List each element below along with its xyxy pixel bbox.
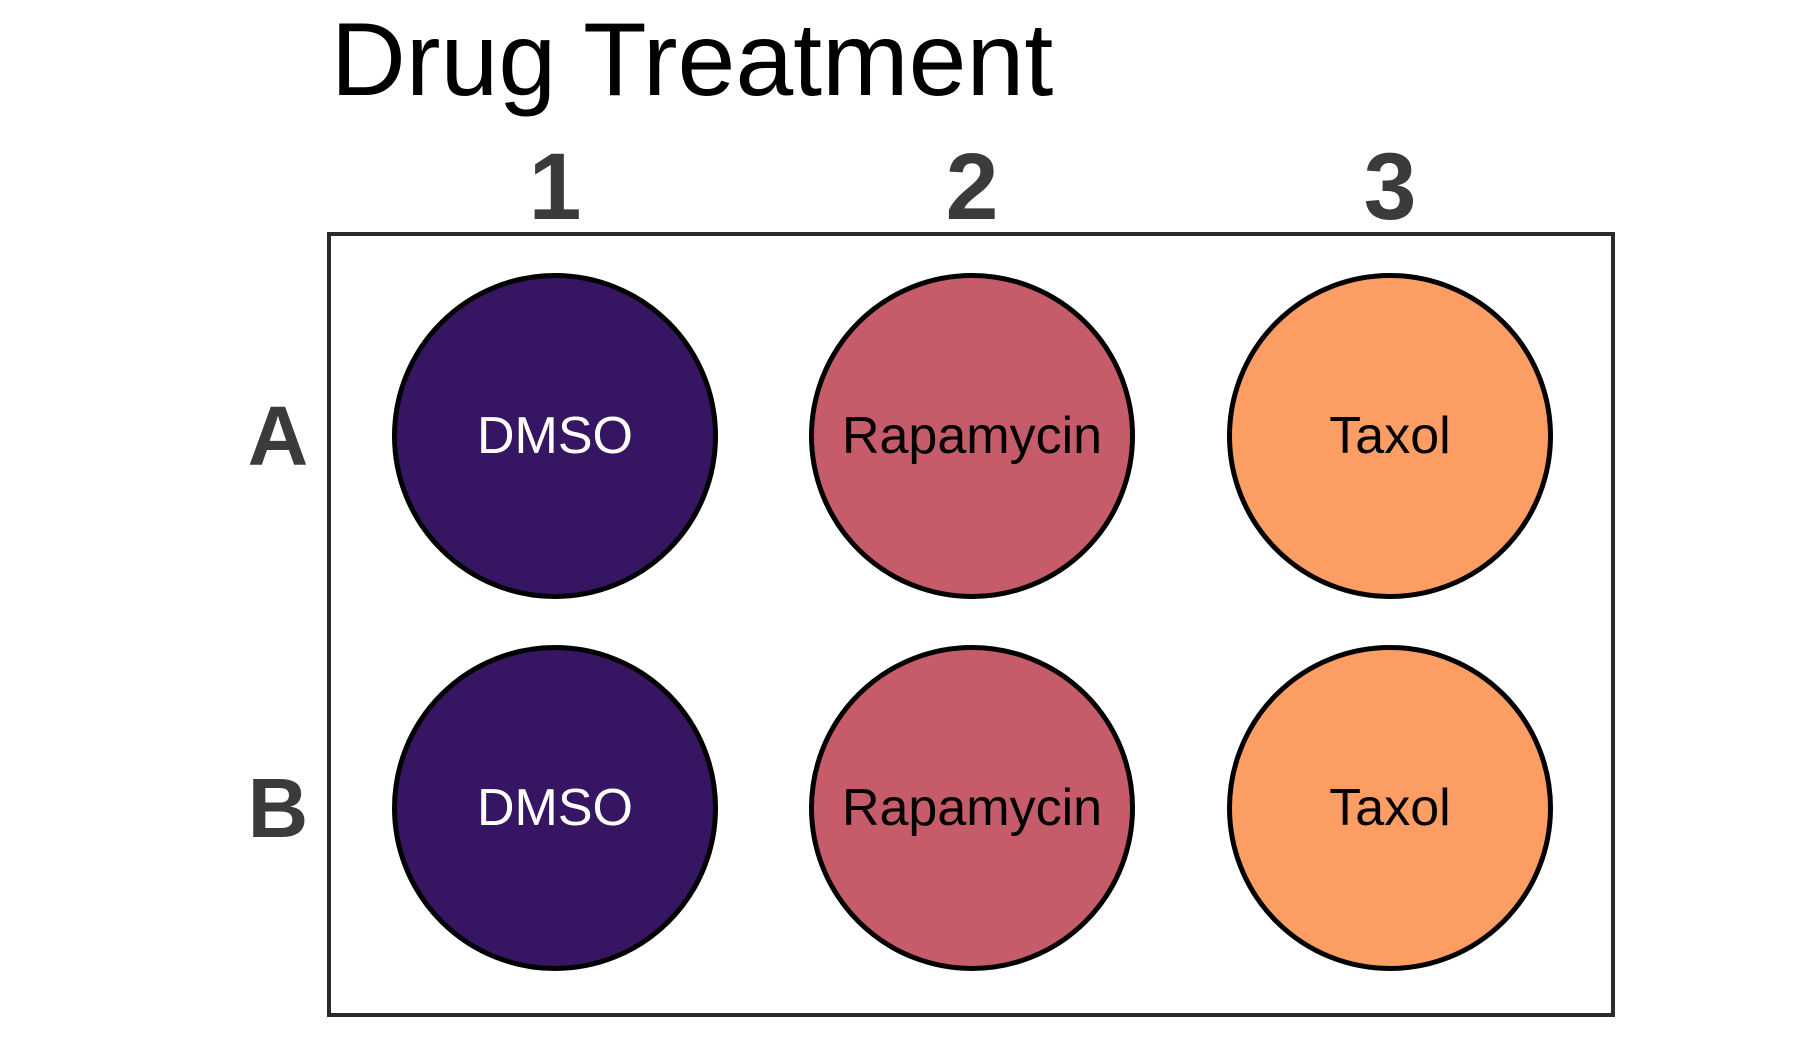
well-b3: Taxol [1227, 645, 1553, 971]
well-label-b1: DMSO [477, 779, 633, 837]
well-label-a3: Taxol [1329, 407, 1451, 465]
well-label-a2: Rapamycin [841, 407, 1103, 465]
well-a3: Taxol [1227, 273, 1553, 599]
row-label-a: A [247, 389, 309, 483]
column-label-3: 3 [1363, 134, 1417, 240]
well-label-a1: DMSO [477, 407, 633, 465]
row-label-b: B [247, 761, 309, 855]
well-b2: Rapamycin [809, 645, 1135, 971]
column-label-2: 2 [945, 134, 999, 240]
figure-title: Drug Treatment [330, 2, 1054, 118]
column-label-1: 1 [528, 134, 582, 240]
well-a2: Rapamycin [809, 273, 1135, 599]
well-a1: DMSO [392, 273, 718, 599]
well-label-b2: Rapamycin [841, 779, 1103, 837]
well-b1: DMSO [392, 645, 718, 971]
well-label-b3: Taxol [1329, 779, 1451, 837]
